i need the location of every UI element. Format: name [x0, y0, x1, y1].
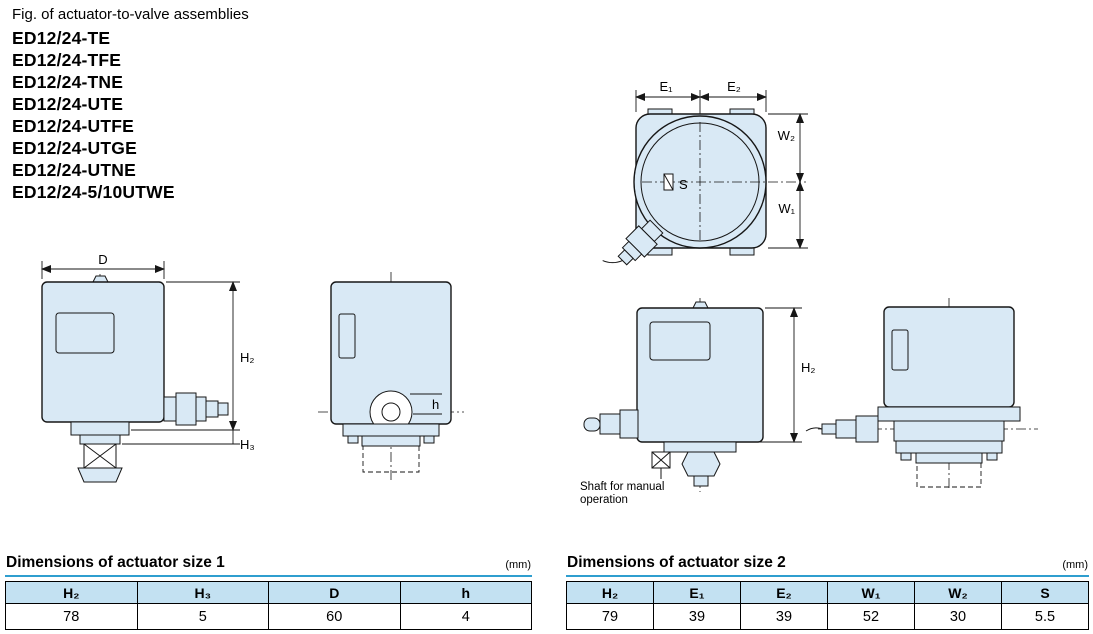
- model-name: ED12/24-UTE: [12, 94, 124, 114]
- shaft-note-line1: Shaft for manual: [580, 481, 664, 493]
- col-header-h: h: [399, 581, 532, 604]
- col-header-s: S: [1001, 581, 1089, 604]
- value-e2: 39: [740, 603, 828, 630]
- table-value-row: 78 5 60 4: [5, 603, 532, 630]
- value-d: 60: [268, 603, 401, 630]
- dim-label-w2: W₂: [778, 128, 795, 143]
- dim-label-e1: E₁: [659, 79, 673, 94]
- table-header-row: H₂ E₁ E₂ W₁ W₂ S: [566, 581, 1089, 604]
- table-size1-unit: (mm): [505, 559, 531, 571]
- dim-label-d: D: [98, 252, 107, 267]
- dimensions-table-size1-block: Dimensions of actuator size 1 (mm) H₂ H₃…: [5, 554, 532, 630]
- model-name: ED12/24-5/10UTWE: [12, 182, 175, 202]
- dim-label-h2-size2: H₂: [801, 360, 815, 375]
- table-header-row: H₂ H₃ D h: [5, 581, 532, 604]
- col-header-e2: E₂: [740, 581, 828, 604]
- drawing-front-view-size2: H₂ Shaft for manual operation: [580, 298, 815, 506]
- table-size2-unit: (mm): [1062, 559, 1088, 571]
- model-name: ED12/24-UTGE: [12, 138, 137, 158]
- drawing-top-view-size2: E₁ E₂ S W₂ W₁: [602, 79, 808, 266]
- col-header-h3: H₃: [136, 581, 269, 604]
- value-w2: 30: [914, 603, 1002, 630]
- value-h2: 79: [566, 603, 654, 630]
- model-name: ED12/24-TFE: [12, 50, 122, 70]
- value-w1: 52: [827, 603, 915, 630]
- model-name: ED12/24-TNE: [12, 72, 124, 92]
- col-header-d: D: [268, 581, 401, 604]
- value-h2: 78: [5, 603, 138, 630]
- table-size1-divider: [5, 575, 532, 577]
- cable-gland: [602, 219, 664, 266]
- value-e1: 39: [653, 603, 741, 630]
- col-header-h2: H₂: [566, 581, 654, 604]
- drawing-side-view-size2: [805, 298, 1038, 490]
- drawing-front-view-size1: D H₂ H₃: [41, 252, 255, 483]
- col-header-h2: H₂: [5, 581, 138, 604]
- model-name: ED12/24-TE: [12, 28, 111, 48]
- technical-drawings: D H₂ H₃: [41, 79, 1038, 506]
- drawing-side-view-size1: h: [318, 272, 464, 482]
- value-h3: 5: [136, 603, 269, 630]
- model-name: ED12/24-UTNE: [12, 160, 136, 180]
- dim-label-h3: H₃: [240, 437, 255, 452]
- shaft-note-line2: operation: [580, 494, 628, 506]
- table-size2-divider: [566, 575, 1089, 577]
- col-header-w1: W₁: [827, 581, 915, 604]
- table-size2-title: Dimensions of actuator size 2: [567, 554, 786, 571]
- table-value-row: 79 39 39 52 30 5.5: [566, 603, 1089, 630]
- model-name: ED12/24-UTFE: [12, 116, 135, 136]
- dim-label-s: S: [679, 177, 688, 192]
- dim-label-h: h: [432, 397, 439, 412]
- dim-label-w1: W₁: [778, 201, 795, 216]
- col-header-w2: W₂: [914, 581, 1002, 604]
- dim-label-e2: E₂: [727, 79, 741, 94]
- dimensions-table-size2-block: Dimensions of actuator size 2 (mm) H₂ E₁…: [566, 554, 1089, 630]
- value-s: 5.5: [1001, 603, 1089, 630]
- model-list: ED12/24-TE ED12/24-TFE ED12/24-TNE ED12/…: [12, 27, 175, 203]
- dimensions-table-size2: H₂ E₁ E₂ W₁ W₂ S 79 39 39 52 30 5.5: [566, 581, 1089, 630]
- col-header-e1: E₁: [653, 581, 741, 604]
- table-size1-title: Dimensions of actuator size 1: [6, 554, 225, 571]
- dim-label-h2: H₂: [240, 350, 254, 365]
- dimensions-table-size1: H₂ H₃ D h 78 5 60 4: [5, 581, 532, 630]
- figure-caption: Fig. of actuator-to-valve assemblies: [12, 6, 249, 23]
- value-h: 4: [399, 603, 532, 630]
